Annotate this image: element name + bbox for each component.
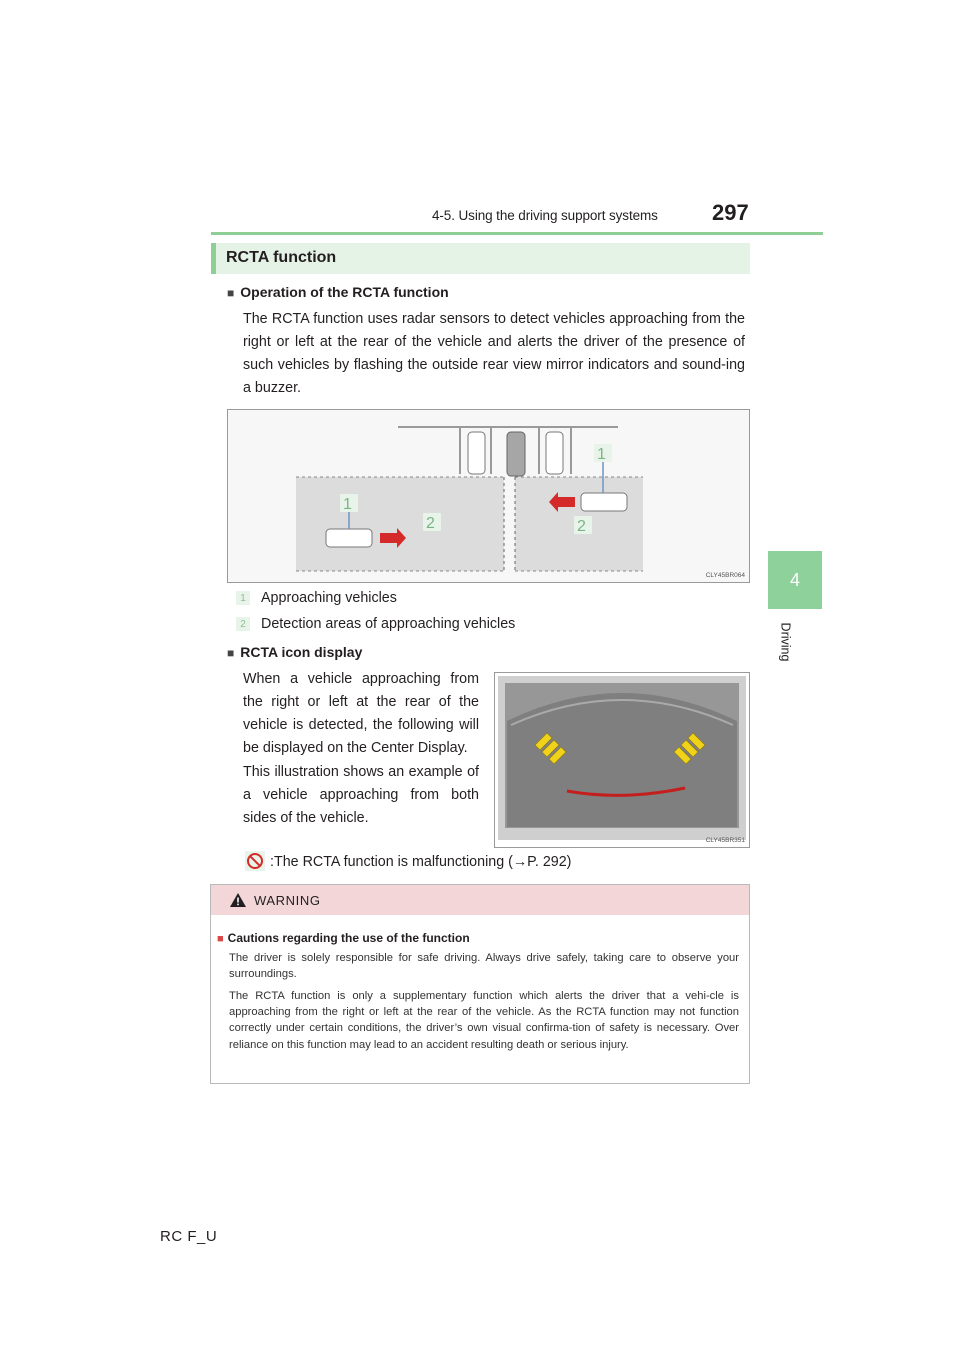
legend-badge-1: 1 [236,591,250,605]
icon-display-body-1: When a vehicle approaching from the righ… [243,671,479,756]
malfunction-text: :The RCTA function is malfunctioning (→P… [270,854,572,870]
section-title-bar: RCTA function [211,243,750,274]
operation-body: The RCTA function uses radar sensors to … [243,311,745,396]
warning-triangle-icon [230,893,246,907]
rcta-detection-figure: 1 1 2 2 CLY45BR064 [227,409,750,583]
callout-2-left: 2 [426,515,435,532]
left-approach-indicator-icon [534,732,567,765]
warning-paragraph-2: The RCTA function is only a supplementar… [229,990,739,1051]
right-approach-indicator-icon [673,732,706,765]
page-number: 297 [712,200,749,225]
warning-box [210,884,750,1084]
chapter-number: 4 [789,569,800,590]
header-divider [211,232,823,235]
figure2-code: CLY45BR351 [705,837,745,844]
section-title: RCTA function [226,249,337,266]
callout-2-right: 2 [577,518,586,535]
operation-heading: Operation of the RCTA function [227,284,448,300]
chapter-tab[interactable]: 4 [768,551,822,609]
warning-header [211,885,749,915]
parking-diagram: 1 1 2 2 [296,426,643,572]
chapter-label: Driving [778,622,793,662]
callout-1-left: 1 [343,496,352,513]
warning-title: WARNING [254,893,321,908]
legend-approaching-vehicles: Approaching vehicles [261,590,397,606]
icon-display-heading: RCTA icon display [227,644,362,660]
figure-code: CLY45BR064 [705,572,745,579]
warning-subheading: Cautions regarding the use of the functi… [217,931,470,945]
running-header: 4-5. Using the driving support systems [432,208,658,223]
center-display-figure: CLY45BR351 [494,672,750,848]
rcta-malfunction-icon [245,851,265,871]
callout-1-right: 1 [597,446,606,463]
icon-display-body-2: This illustration shows an example of a … [243,764,479,826]
model-footer: RC F_U [160,1228,218,1245]
legend-detection-areas: Detection areas of approaching vehicles [261,616,516,632]
legend-badge-2: 2 [236,617,250,631]
center-display-screen [498,676,746,840]
warning-paragraph-1: The driver is solely responsible for saf… [229,952,739,981]
